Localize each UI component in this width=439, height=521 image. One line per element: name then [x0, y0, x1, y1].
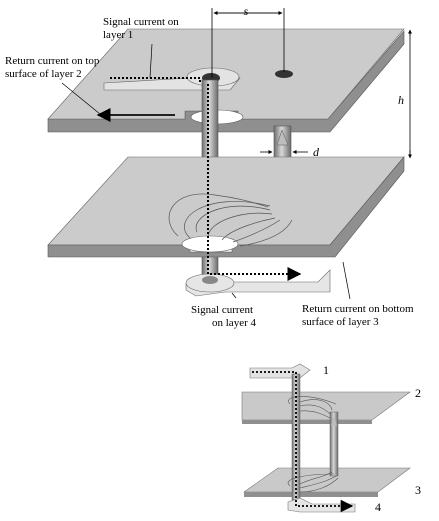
signal-top-label-2: layer 1: [103, 29, 133, 41]
dimension-h-label: h: [398, 93, 404, 107]
small-layer-4-label: 4: [375, 500, 381, 514]
return-top-label-1: Return current on top: [5, 55, 100, 67]
second-via-top: [275, 70, 293, 78]
dimension-s: [211, 8, 285, 78]
signal-bottom-label-2: on layer 4: [212, 317, 256, 329]
signal-path-bottom: [207, 84, 302, 281]
return-bottom-label-2: surface of layer 3: [302, 316, 379, 328]
layer-3-plane: [47, 156, 405, 258]
layer-4-trace: [185, 269, 331, 297]
small-layer-3-label: 3: [415, 483, 421, 497]
small-layer-2-label: 2: [415, 386, 421, 400]
return-top-label-2: surface of layer 2: [5, 68, 82, 80]
field-lines: [168, 193, 293, 247]
small-layer-1-label: 1: [323, 363, 329, 377]
signal-bottom-label-1: Signal current: [191, 304, 253, 316]
return-bottom-label-1: Return current on bottom: [302, 303, 414, 315]
small-figure: 1 2 3 4: [241, 363, 421, 514]
dimension-s-label: s: [244, 4, 249, 18]
signal-top-label-1: Signal current on: [103, 16, 179, 28]
signal-path-top: [110, 77, 201, 84]
dimension-d-label: d: [313, 145, 320, 159]
